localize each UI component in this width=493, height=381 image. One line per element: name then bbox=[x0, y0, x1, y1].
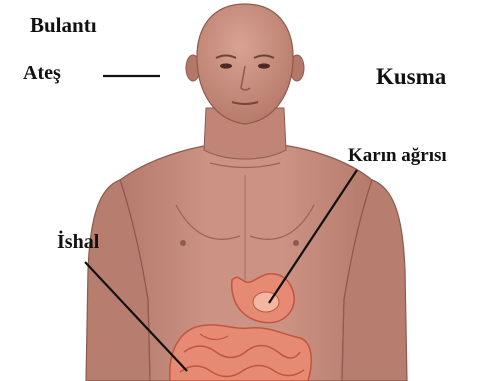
vomiting-label: Kusma bbox=[376, 64, 446, 90]
diarrhea-label: İshal bbox=[57, 231, 99, 254]
nausea-label: Bulantı bbox=[30, 13, 97, 38]
fever-label: Ateş bbox=[23, 62, 61, 85]
abdominal-pain-label: Karın ağrısı bbox=[348, 145, 447, 167]
head bbox=[197, 4, 293, 124]
